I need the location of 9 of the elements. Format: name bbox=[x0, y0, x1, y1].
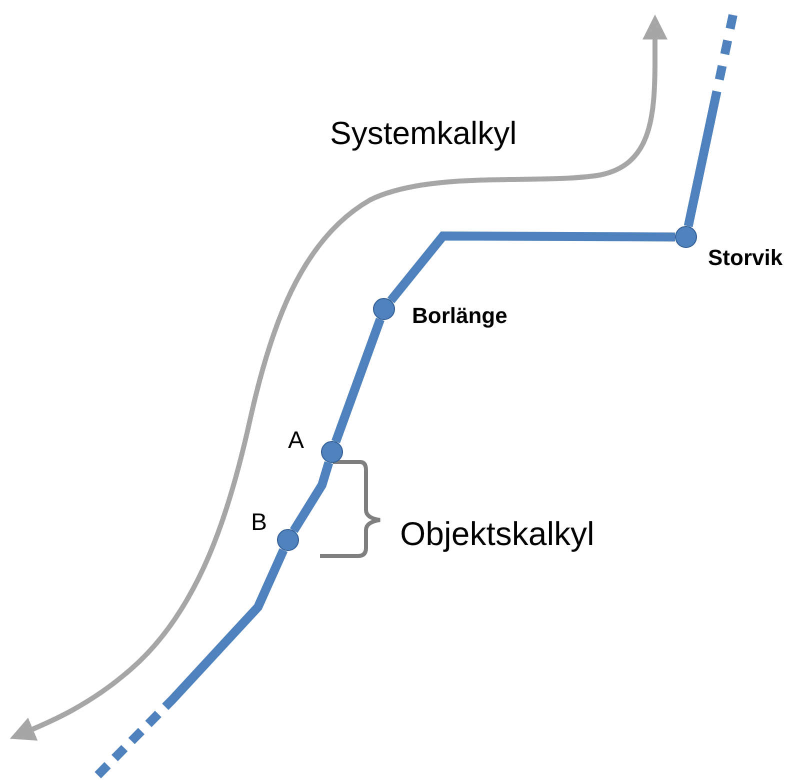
station-label: A bbox=[288, 428, 304, 454]
railway-line bbox=[684, 14, 738, 228]
station-label: Storvik bbox=[708, 246, 783, 270]
railway-line bbox=[387, 232, 676, 304]
station-label: Borlänge bbox=[412, 304, 508, 328]
bracket-label: Objektskalkyl bbox=[400, 516, 594, 552]
arrow-label: Systemkalkyl bbox=[330, 116, 517, 152]
station-label: B bbox=[251, 510, 268, 536]
railway-line bbox=[290, 461, 334, 533]
